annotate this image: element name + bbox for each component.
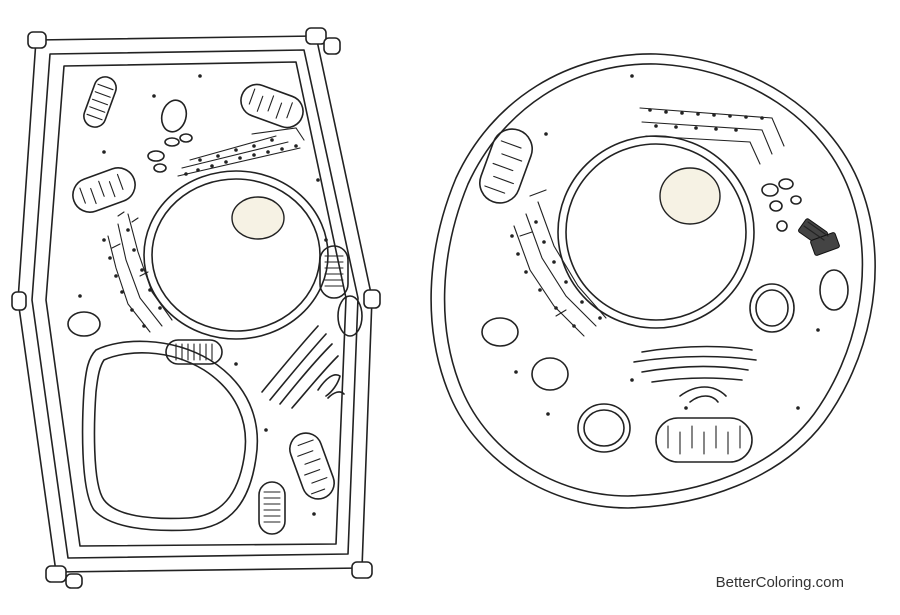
plant-cell-wall-corners <box>11 27 381 589</box>
plant-chloroplast <box>258 481 286 535</box>
plant-vesicle <box>164 137 180 147</box>
animal-vesicle <box>749 283 795 333</box>
animal-rough-er <box>513 107 785 337</box>
plant-mitochondrion <box>240 83 304 129</box>
plant-vesicle <box>160 99 188 133</box>
plant-cell-wall-inner <box>31 49 359 559</box>
animal-cell-membrane-outer <box>430 53 876 509</box>
plant-vesicle <box>67 311 101 337</box>
animal-nucleus-inner <box>565 143 747 321</box>
plant-chloroplast <box>319 245 349 299</box>
animal-ribosomes <box>510 74 820 416</box>
plant-golgi-apparatus <box>261 325 345 409</box>
animal-vesicle <box>790 195 802 205</box>
plant-cell <box>11 27 381 589</box>
plant-vesicle <box>337 295 363 337</box>
plant-mitochondrion <box>289 432 335 500</box>
plant-nucleolus <box>231 196 285 240</box>
plant-cell-membrane <box>45 61 347 547</box>
animal-cell <box>430 53 876 509</box>
animal-nucleolus <box>659 167 721 225</box>
plant-central-vacuole <box>81 340 259 532</box>
plant-mitochondrion <box>83 76 117 128</box>
animal-golgi-apparatus <box>633 345 757 403</box>
animal-vesicle <box>577 403 631 453</box>
animal-vesicle <box>769 200 783 212</box>
animal-mitochondrion <box>655 417 753 463</box>
plant-vesicle <box>179 133 193 143</box>
animal-cell-membrane-inner <box>443 63 864 497</box>
animal-vesicle <box>778 178 794 190</box>
animal-centriole <box>798 218 840 256</box>
plant-vesicle <box>147 150 165 162</box>
plant-nucleus-inner <box>151 178 321 332</box>
animal-vesicle <box>481 317 519 347</box>
watermark-text: BetterColoring.com <box>715 574 844 591</box>
animal-vesicle <box>583 409 625 447</box>
animal-vesicle <box>776 220 788 232</box>
animal-vesicle <box>531 357 569 391</box>
animal-vesicle <box>819 269 849 311</box>
plant-vesicle <box>153 163 167 173</box>
animal-vesicle <box>761 183 779 197</box>
plant-mitochondrion <box>72 167 136 213</box>
plant-ribosomes <box>78 74 328 516</box>
animal-vesicle <box>755 289 789 327</box>
animal-mitochondrion <box>479 128 533 204</box>
plant-chloroplast <box>165 339 223 365</box>
plant-rough-er <box>107 127 305 333</box>
animal-nucleus-outer <box>557 135 755 329</box>
plant-nucleus-outer <box>143 170 329 340</box>
